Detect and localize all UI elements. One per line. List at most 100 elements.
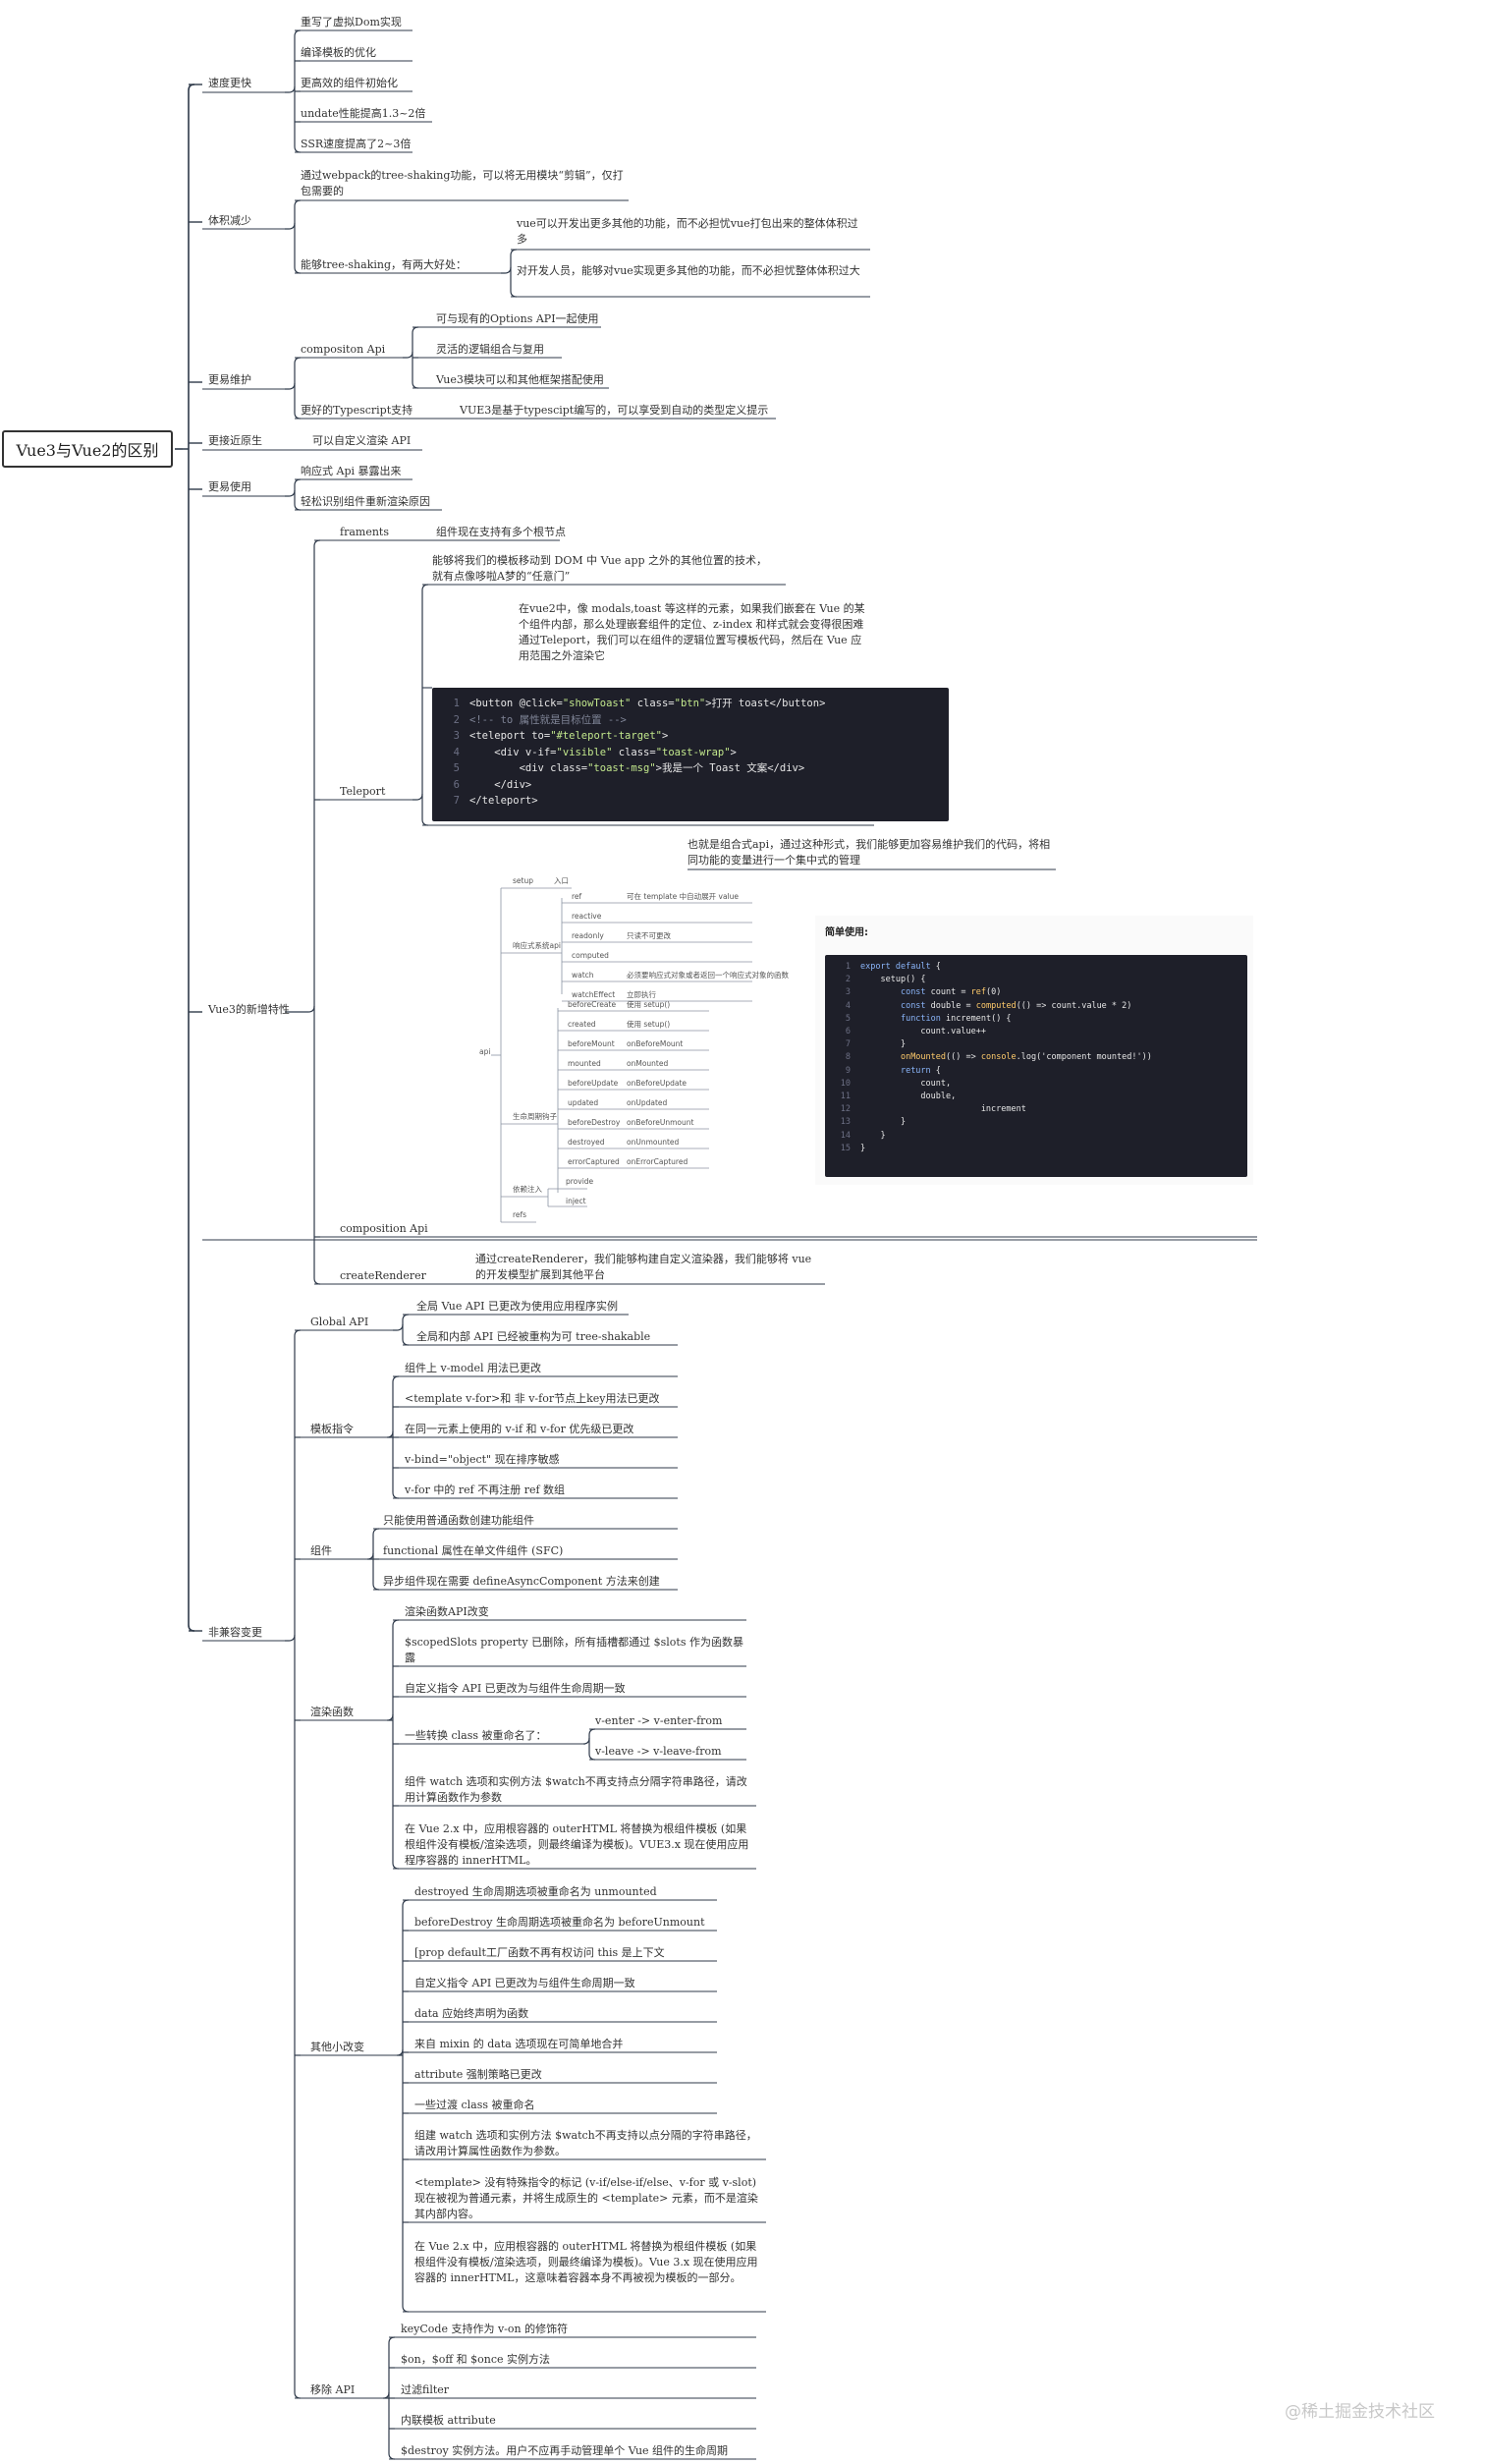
mindmap-edge xyxy=(396,2048,404,2056)
maintain-ts[interactable]: 更好的Typescript支持 xyxy=(301,404,413,417)
api-lifecycle-note: onBeforeMount xyxy=(627,1039,684,1048)
speed-item-3[interactable]: 更高效的组件初始化 xyxy=(301,77,398,89)
render-item-5[interactable]: 组件 watch 选项和实例方法 $watch不再支持点分隔字符串路径，请改用计… xyxy=(405,1775,747,1804)
mindmap-edge xyxy=(582,1737,590,1745)
remove-item-4[interactable]: 内联模板 attribute xyxy=(401,2414,496,2427)
misc-item-9[interactable]: 组建 watch 选项和实例方法 $watch不再支持以点分隔的字符串路径，请改… xyxy=(414,2129,757,2157)
misc-item-11[interactable]: 在 Vue 2.x 中，应用根容器的 outerHTML 将替换为根组件模板 (… xyxy=(414,2240,758,2284)
misc-item-2[interactable]: beforeDestroy 生命周期选项被重命名为 beforeUnmount xyxy=(414,1916,705,1929)
teleport-item-2[interactable]: 在vue2中，像 modals,toast 等这样的元素，如果我们嵌套在 Vue… xyxy=(519,602,865,662)
simple-code-line: 6 count.value++ xyxy=(845,1027,986,1037)
api-lifecycle-item: beforeUpdate xyxy=(568,1079,619,1088)
misc-item-4[interactable]: 自定义指令 API 已更改为与组件生命周期一致 xyxy=(414,1977,635,1989)
global-item-1[interactable]: 全局 Vue API 已更改为使用应用程序实例 xyxy=(416,1300,619,1313)
branch-maintain[interactable]: 更易维护 xyxy=(208,373,251,386)
mindmap-edge xyxy=(402,1314,410,1346)
simple-code-line: 2 setup() { xyxy=(845,975,926,985)
api-reactive-note: 可在 template 中自动展开 value xyxy=(627,892,739,901)
breaking-misc[interactable]: 其他小改变 xyxy=(310,2041,364,2053)
branch-size[interactable]: 体积减少 xyxy=(208,214,251,227)
speed-item-2[interactable]: 编译模板的优化 xyxy=(301,46,376,59)
component-item-1[interactable]: 只能使用普通函数创建功能组件 xyxy=(383,1514,534,1527)
remove-item-3[interactable]: 过滤filter xyxy=(401,2383,450,2396)
speed-item-4[interactable]: undate性能提高1.3~2倍 xyxy=(301,107,426,120)
render-item-4[interactable]: 一些转换 class 被重命名了： xyxy=(405,1729,547,1742)
branch-easy[interactable]: 更易使用 xyxy=(208,480,251,493)
features-teleport[interactable]: Teleport xyxy=(340,785,386,798)
features-composition[interactable]: composition Api xyxy=(340,1222,428,1235)
misc-item-3[interactable]: [prop default工厂函数不再有权访问 this 是上下文 xyxy=(414,1946,665,1959)
branch-speed[interactable]: 速度更快 xyxy=(208,77,251,89)
features-fragments[interactable]: framents xyxy=(340,526,389,538)
api-reactive-item: watch xyxy=(572,971,594,980)
simple-use-title: 简单使用: xyxy=(825,927,868,938)
api-reactive-item: readonly xyxy=(572,931,604,940)
template-item-5[interactable]: v-for 中的 ref 不再注册 ref 数组 xyxy=(405,1484,566,1496)
misc-item-1[interactable]: destroyed 生命周期选项被重命名为 unmounted xyxy=(414,1885,657,1898)
mindmap-edge xyxy=(382,2391,390,2399)
maintain-composition[interactable]: compositon Api xyxy=(301,343,386,356)
simple-code-line: 4 const double = computed(() => count.va… xyxy=(845,1000,1132,1011)
renderer-item[interactable]: 通过createRenderer，我们能够构建自定义渲染器，我们能够将 vue … xyxy=(475,1253,812,1281)
api-lifecycle: 生命周期钩子 xyxy=(513,1112,557,1121)
render-item-1[interactable]: 渲染函数API改变 xyxy=(405,1605,489,1618)
maintain-ts-item[interactable]: VUE3是基于typescipt编写的，可以享受到自动的类型定义提示 xyxy=(460,404,769,417)
template-item-1[interactable]: 组件上 v-model 用法已更改 xyxy=(405,1362,542,1374)
branch-native[interactable]: 更接近原生 xyxy=(208,434,262,447)
template-item-4[interactable]: v-bind="object" 现在排序敏感 xyxy=(405,1453,560,1466)
api-lifecycle-item: updated xyxy=(568,1098,599,1107)
size-sub-1[interactable]: vue可以开发出更多其他的功能，而不必担忧vue打包出来的整体体积过多 xyxy=(517,217,858,246)
maintain-comp-item-1[interactable]: 可与现有的Options API一起使用 xyxy=(436,312,599,325)
misc-item-6[interactable]: 来自 mixin 的 data 选项现在可简单地合并 xyxy=(414,2038,624,2050)
api-reactive-item: computed xyxy=(572,951,609,960)
api-lifecycle-note: 使用 setup() xyxy=(627,1000,671,1009)
render-item-3[interactable]: 自定义指令 API 已更改为与组件生命周期一致 xyxy=(405,1682,626,1695)
size-item-2[interactable]: 能够tree-shaking，有两大好处： xyxy=(301,258,468,271)
render-item-6[interactable]: 在 Vue 2.x 中，应用根容器的 outerHTML 将替换为根组件模板 (… xyxy=(405,1822,749,1867)
render-class-item-1[interactable]: v-enter -> v-enter-from xyxy=(595,1714,723,1727)
misc-item-5[interactable]: data 应始终声明为函数 xyxy=(414,2007,529,2020)
render-item-2[interactable]: $scopedSlots property 已删除，所有插槽都通过 $slots… xyxy=(405,1636,743,1664)
remove-item-5[interactable]: $destroy 实例方法。用户不应再手动管理单个 Vue 组件的生命周期 xyxy=(401,2444,729,2457)
breaking-template[interactable]: 模板指令 xyxy=(310,1423,354,1435)
global-item-2[interactable]: 全局和内部 API 已经被重构为可 tree-shakable xyxy=(416,1330,651,1343)
speed-item-1[interactable]: 重写了虚拟Dom实现 xyxy=(301,16,402,28)
remove-item-1[interactable]: keyCode 支持作为 v-on 的修饰符 xyxy=(401,2323,569,2335)
misc-item-7[interactable]: attribute 强制策略已更改 xyxy=(414,2068,542,2081)
misc-item-10[interactable]: <template> 没有特殊指令的标记 (v-if/else-if/else、… xyxy=(414,2176,758,2220)
component-item-3[interactable]: 异步组件现在需要 defineAsyncComponent 方法来创建 xyxy=(383,1575,660,1588)
easy-item-2[interactable]: 轻松识别组件重新渲染原因 xyxy=(301,495,430,508)
fragments-item[interactable]: 组件现在支持有多个根节点 xyxy=(436,526,566,538)
breaking-component[interactable]: 组件 xyxy=(310,1544,332,1557)
breaking-remove[interactable]: 移除 API xyxy=(310,2383,356,2396)
branch-features[interactable]: Vue3的新增特性 xyxy=(208,1003,290,1016)
easy-item-1[interactable]: 响应式 Api 暴露出来 xyxy=(301,465,402,477)
render-class-item-2[interactable]: v-leave -> v-leave-from xyxy=(595,1745,722,1758)
template-item-2[interactable]: <template v-for>和 非 v-for节点上key用法已更改 xyxy=(405,1392,660,1405)
root-node[interactable]: Vue3与Vue2的区别 xyxy=(2,430,173,468)
composition-desc[interactable]: 也就是组合式api，通过这种形式，我们能够更加容易维护我们的代码，将相同功能的变… xyxy=(688,838,1051,867)
size-item-1[interactable]: 通过webpack的tree-shaking功能，可以将无用模块“剪辑”，仅打包… xyxy=(301,169,624,197)
mindmap-edge xyxy=(393,1323,404,1331)
breaking-global[interactable]: Global API xyxy=(310,1316,369,1328)
teleport-item-1[interactable]: 能够将我们的模板移动到 DOM 中 Vue app 之外的其他位置的技术，就有点… xyxy=(432,554,768,583)
teleport-code-line: 5 <div class="toast-msg">我是一个 Toast 文案</… xyxy=(453,762,805,774)
size-sub-2[interactable]: 对开发人员，能够对vue实现更多其他的功能，而不必担忧整体体积过大 xyxy=(517,264,860,277)
remove-item-2[interactable]: $on，$off 和 $once 实例方法 xyxy=(401,2353,551,2366)
component-item-2[interactable]: functional 属性在单文件组件 (SFC) xyxy=(383,1544,564,1557)
misc-item-8[interactable]: 一些过渡 class 被重命名 xyxy=(414,2099,535,2111)
speed-item-5[interactable]: SSR速度提高了2~3倍 xyxy=(301,138,412,150)
branch-breaking[interactable]: 非兼容变更 xyxy=(208,1626,262,1639)
maintain-comp-item-2[interactable]: 灵活的逻辑组合与复用 xyxy=(436,343,544,356)
maintain-comp-item-3[interactable]: Vue3模块可以和其他框架搭配使用 xyxy=(436,373,604,386)
api-reactive-note: 只读不可更改 xyxy=(627,931,671,940)
api-reactive-item: ref xyxy=(572,892,582,901)
simple-code-line: 8 onMounted(() => console.log('component… xyxy=(845,1052,1152,1063)
api-reactive: 响应式系统api xyxy=(513,941,561,950)
breaking-render[interactable]: 渲染函数 xyxy=(310,1706,354,1718)
native-item[interactable]: 可以自定义渲染 API xyxy=(312,434,412,447)
features-renderer[interactable]: createRenderer xyxy=(340,1269,426,1282)
template-item-3[interactable]: 在同一元素上使用的 v-if 和 v-for 优先级已更改 xyxy=(405,1423,634,1435)
